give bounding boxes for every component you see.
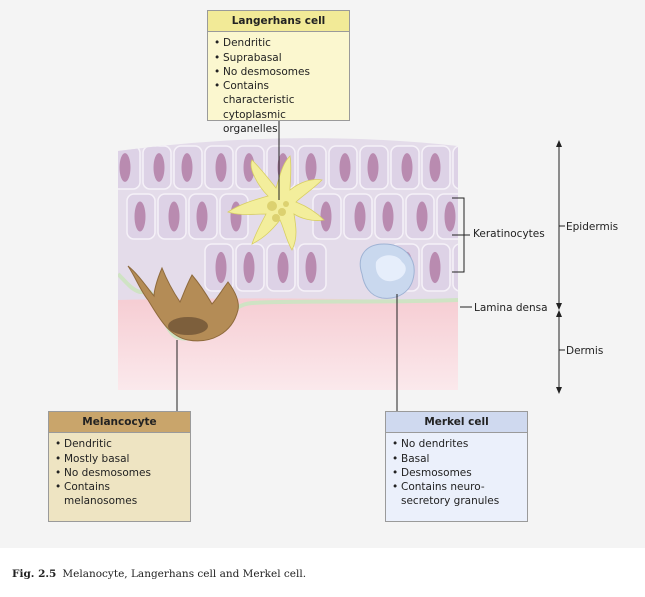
keratinocyte-cell bbox=[452, 145, 458, 190]
keratinocyte-nucleus bbox=[181, 153, 193, 182]
keratinocyte-nucleus bbox=[277, 251, 289, 284]
list-item: No dendrites bbox=[392, 437, 521, 451]
melanocyte-cell bbox=[127, 265, 239, 342]
list-item: No desmosomes bbox=[214, 65, 343, 79]
keratinocyte-nucleus bbox=[479, 202, 490, 232]
merkel-title: Merkel cell bbox=[386, 412, 527, 434]
keratinocyte-nucleus bbox=[429, 251, 441, 284]
keratinocyte-nucleus bbox=[320, 201, 332, 232]
epidermis-label: Epidermis bbox=[566, 221, 619, 233]
langerhans-cell-box: Langerhans cell Dendritic Suprabasal No … bbox=[207, 10, 350, 135]
keratinocyte-nucleus bbox=[305, 153, 317, 182]
keratinocyte-nucleus bbox=[464, 153, 475, 182]
melanocyte-list: Dendritic Mostly basal No desmosomes Con… bbox=[49, 433, 190, 512]
keratinocyte-nucleus bbox=[339, 153, 351, 182]
keratinocyte-nucleus bbox=[119, 153, 131, 182]
list-item: Suprabasal bbox=[214, 51, 343, 65]
keratinocyte-nucleus bbox=[367, 153, 379, 182]
keratinocyte-nucleus bbox=[354, 201, 366, 232]
merkel-nucleus bbox=[375, 255, 406, 282]
langerhans-list: Dendritic Suprabasal No desmosomes Conta… bbox=[208, 32, 349, 140]
figure-number: Fig. 2.5 bbox=[12, 568, 57, 580]
keratinocyte-cell bbox=[452, 243, 458, 292]
dermis-label: Dermis bbox=[566, 345, 604, 357]
list-item: Contains neuro-secretory granules bbox=[392, 480, 521, 509]
merkel-list: No dendrites Basal Desmosomes Contains n… bbox=[386, 433, 527, 512]
keratinocyte-nucleus bbox=[305, 251, 317, 284]
melanocyte-nucleus bbox=[168, 317, 208, 335]
list-item: Mostly basal bbox=[55, 452, 184, 466]
keratinocyte-nucleus bbox=[416, 201, 428, 232]
keratinocyte-nucleus bbox=[215, 153, 227, 182]
keratinocytes-label: Keratinocytes bbox=[473, 228, 545, 240]
keratinocyte-nucleus bbox=[134, 201, 146, 232]
merkel-cell-box: Merkel cell No dendrites Basal Desmosome… bbox=[385, 411, 528, 522]
keratinocyte-nucleus bbox=[429, 153, 441, 182]
keratinocyte-nucleus bbox=[444, 201, 456, 232]
list-item: Contains characteristic cytoplasmic orga… bbox=[214, 79, 343, 136]
list-item: Basal bbox=[392, 452, 521, 466]
keratinocyte-nucleus bbox=[196, 201, 208, 232]
keratinocyte-nucleus bbox=[168, 201, 180, 232]
keratinocyte-nucleus bbox=[153, 153, 165, 182]
keratinocyte-nucleus bbox=[464, 252, 475, 283]
melanocyte-box: Melancocyte Dendritic Mostly basal No de… bbox=[48, 411, 191, 522]
melanocyte-title: Melancocyte bbox=[49, 412, 190, 434]
keratinocyte-nucleus bbox=[382, 201, 394, 232]
caption-text: Melanocyte, Langerhans cell and Merkel c… bbox=[62, 568, 307, 580]
lamina-densa-label: Lamina densa bbox=[474, 302, 548, 314]
keratinocyte-nucleus bbox=[401, 153, 413, 182]
skin-cross-section-diagram bbox=[118, 120, 565, 411]
list-item: Desmosomes bbox=[392, 466, 521, 480]
list-item: Contains melanosomes bbox=[55, 480, 184, 509]
keratinocyte-nucleus bbox=[243, 251, 255, 284]
keratinocyte-nucleus bbox=[215, 251, 227, 284]
list-item: Dendritic bbox=[214, 36, 343, 50]
list-item: No desmosomes bbox=[55, 466, 184, 480]
figure-caption: Fig. 2.5 Melanocyte, Langerhans cell and … bbox=[12, 568, 306, 580]
langerhans-title: Langerhans cell bbox=[208, 11, 349, 33]
list-item: Dendritic bbox=[55, 437, 184, 451]
